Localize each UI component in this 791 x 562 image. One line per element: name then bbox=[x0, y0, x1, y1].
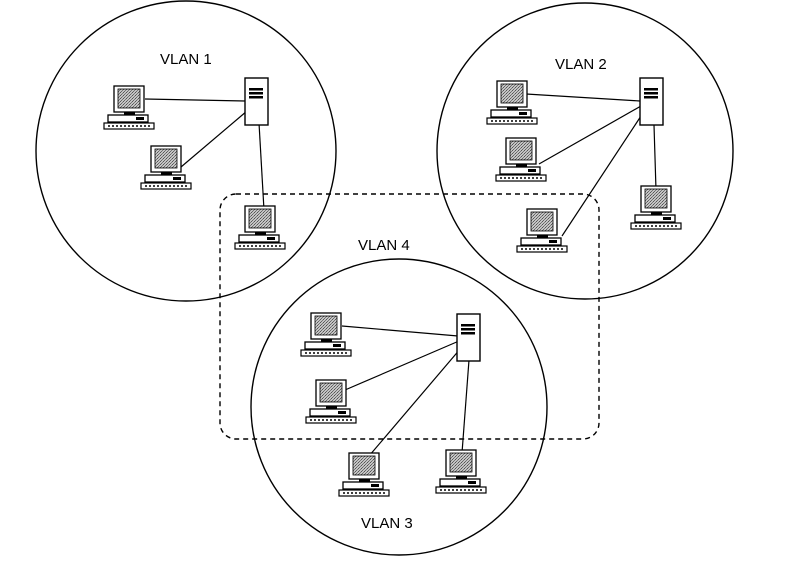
vlan3-vlan4-computer-icon bbox=[305, 379, 357, 424]
vlan1-computer-icon bbox=[103, 85, 155, 130]
vlan1-switch-icon bbox=[244, 77, 269, 126]
vlan3-label: VLAN 3 bbox=[361, 515, 413, 532]
vlan3-computer-icon bbox=[338, 452, 390, 497]
vlan1-label: VLAN 1 bbox=[160, 51, 212, 68]
link bbox=[341, 325, 459, 337]
vlan3-switch-icon bbox=[456, 313, 481, 362]
vlan3-links bbox=[341, 325, 470, 457]
vlan1-links bbox=[144, 98, 265, 211]
vlan2-computer-icon bbox=[486, 80, 538, 125]
vlan2-computer-icon bbox=[630, 185, 682, 230]
link bbox=[144, 98, 246, 102]
vlan2-computer-icon bbox=[495, 137, 547, 182]
link bbox=[368, 347, 462, 457]
vlan2-vlan4-computer-icon bbox=[516, 208, 568, 253]
link bbox=[344, 340, 460, 391]
vlan2-boundary bbox=[436, 2, 734, 300]
vlan1-boundary bbox=[35, 0, 337, 302]
vlan2-switch-icon bbox=[639, 77, 664, 126]
vlan3-computer-icon bbox=[435, 449, 487, 494]
link bbox=[653, 124, 657, 191]
link bbox=[180, 110, 248, 168]
vlan4-boundary bbox=[219, 193, 600, 440]
link bbox=[258, 122, 265, 211]
vlan3-boundary bbox=[250, 258, 548, 556]
vlan1-vlan4-computer-icon bbox=[234, 205, 286, 250]
link bbox=[561, 112, 644, 237]
vlan1-computer-icon bbox=[140, 145, 192, 190]
vlan3-vlan4-computer-icon bbox=[300, 312, 352, 357]
vlan4-label: VLAN 4 bbox=[358, 237, 410, 254]
vlan2-links bbox=[525, 93, 657, 237]
link bbox=[538, 105, 642, 165]
vlan2-label: VLAN 2 bbox=[555, 56, 607, 73]
link bbox=[461, 359, 470, 454]
link bbox=[525, 93, 641, 102]
